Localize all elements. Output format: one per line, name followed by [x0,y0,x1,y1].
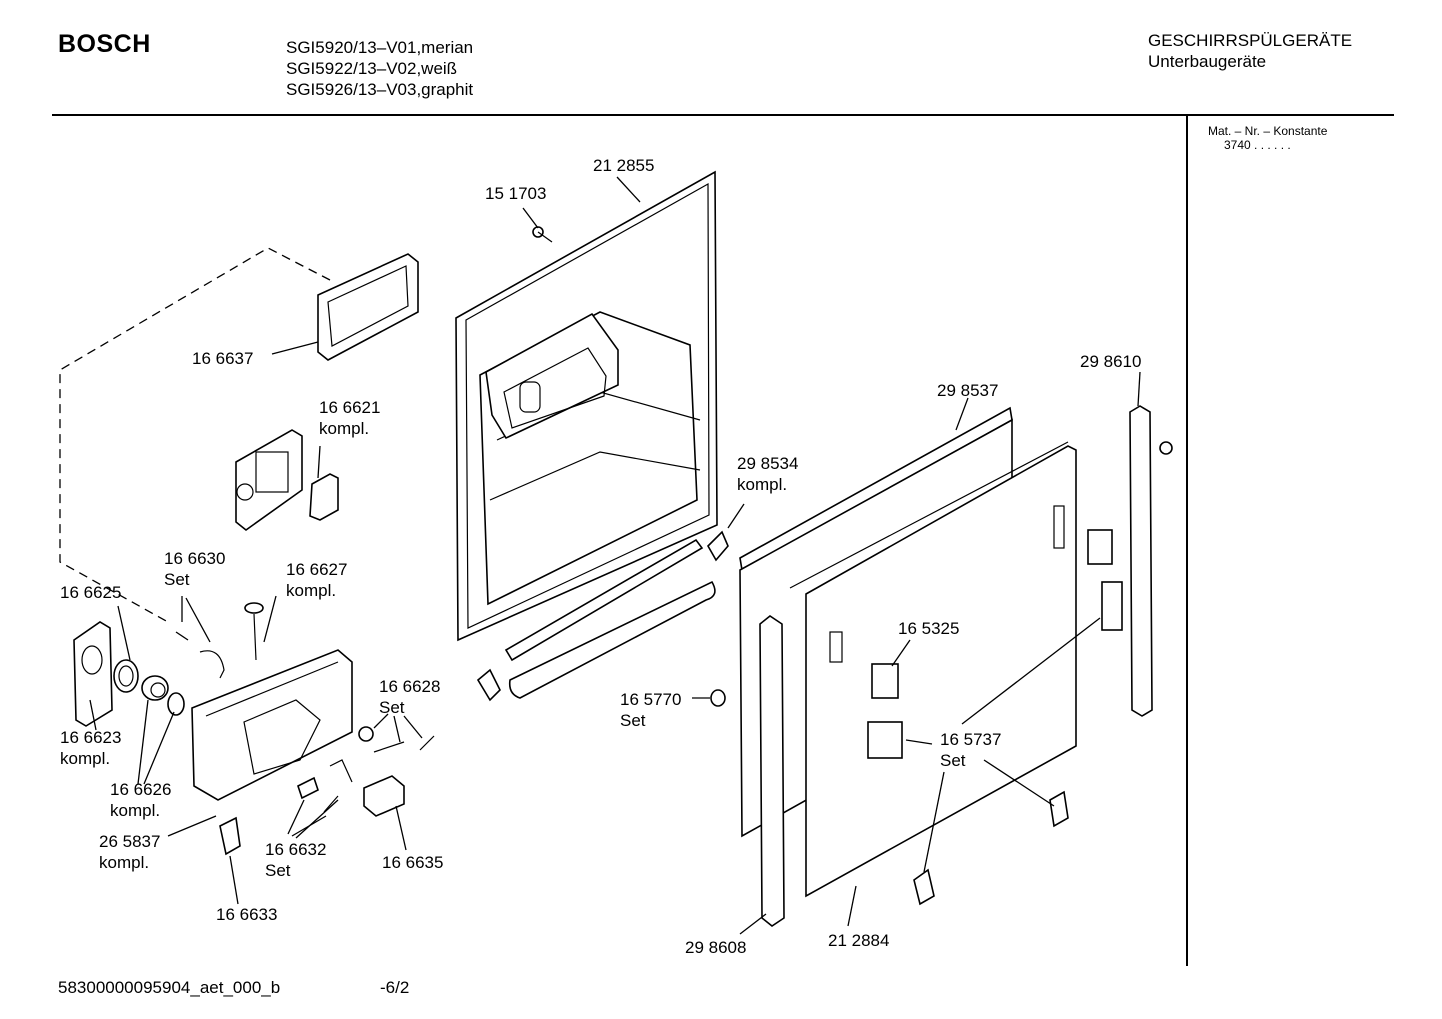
label-166627: 16 6627 [286,560,347,579]
label-166633: 16 6633 [216,905,277,924]
part-165325-catch [871,663,899,699]
label-212884: 21 2884 [828,931,889,950]
part-298610-strip [1129,405,1153,717]
side-divider [1186,116,1188,966]
part-298534-bracket [707,530,729,562]
part-166635-switch [363,775,405,817]
label-166625: 16 6625 [60,583,121,602]
label-166637: 16 6637 [192,349,253,368]
part-151703-screw [532,226,553,243]
label-265837: 26 5837 [99,832,160,851]
part-166637-frame [317,253,419,361]
material-constant-value: 3740 . . . . . . [1224,138,1291,152]
part-166633-plate [219,816,241,856]
footer-page: -6/2 [380,978,410,997]
part-212855-inner-door [455,170,718,642]
part-166623-ring [113,659,139,693]
label-166632: 16 6632 [265,840,326,859]
label-165325: 16 5325 [898,619,959,638]
footer-doc-id: 58300000095904_aet_000_b [58,978,281,997]
label-166626-note: kompl. [110,801,160,820]
label-298534-note: kompl. [737,475,787,494]
label-265837-note: kompl. [99,853,149,872]
header-divider [52,114,1394,116]
part-166627-bolt [244,602,264,661]
part-clip-right [1159,441,1173,455]
leader-lines [89,176,1141,935]
label-166621-note: kompl. [319,419,369,438]
model-list: SGI5920/13–V01,merian SGI5922/13–V02,wei… [286,37,473,100]
label-166630: 16 6630 [164,549,225,568]
label-212855: 21 2855 [593,156,654,175]
label-166621: 16 6621 [319,398,380,417]
part-166621-dispenser [235,429,339,532]
label-166628: 16 6628 [379,677,440,696]
label-165770-note: Set [620,711,646,730]
label-166623-note: kompl. [60,749,110,768]
label-298608: 29 8608 [685,938,746,957]
model-line: SGI5926/13–V03,graphit [286,80,474,99]
brand-logo: BOSCH [58,30,151,58]
part-212884-front-panel [789,441,1077,898]
label-166632-note: Set [265,861,291,880]
label-166628-note: Set [379,698,405,717]
rail-strip [504,538,716,699]
part-166625-lid [73,621,113,727]
part-165770-grommet [710,689,726,707]
part-166630-spring-set [175,631,225,679]
part-166623-ring-inner [118,665,134,687]
part-166626-ring [167,692,185,716]
label-166635: 16 6635 [382,853,443,872]
part-298608-strip [759,615,785,927]
label-165737: 16 5737 [940,730,1001,749]
part-166632-set [297,759,353,813]
part-166628-set [358,726,435,753]
part-265837-housing [191,649,353,801]
label-165737-note: Set [940,751,966,770]
rail-end-cap [476,668,501,702]
label-298534: 29 8534 [737,454,798,473]
label-166630-note: Set [164,570,190,589]
model-line: SGI5920/13–V01,merian [286,38,474,57]
label-298537: 29 8537 [937,381,998,400]
model-line: SGI5922/13–V02,weiß [286,59,458,78]
category-line: Unterbaugeräte [1148,52,1267,71]
label-298610: 29 8610 [1080,352,1141,371]
label-166627-note: kompl. [286,581,336,600]
part-165737-foot-right [1049,790,1069,828]
part-165737-foot-left [913,868,935,906]
category-line: GESCHIRRSPÜLGERÄTE [1148,31,1353,50]
part-165737-hinge-upper [1087,529,1113,565]
part-165737-hinge-lower [1101,581,1123,631]
part-166626-nozzle [141,675,169,701]
label-151703: 15 1703 [485,184,546,203]
label-166626: 16 6626 [110,780,171,799]
category-title: GESCHIRRSPÜLGERÄTE Unterbaugeräte [1148,30,1352,72]
material-constant: Mat. – Nr. – Konstante 3740 . . . . . . [1208,124,1327,152]
material-constant-title: Mat. – Nr. – Konstante [1208,124,1328,138]
dashed-guide [59,247,331,623]
label-165770: 16 5770 [620,690,681,709]
label-166623: 16 6623 [60,728,121,747]
part-165737-catch [867,721,903,759]
